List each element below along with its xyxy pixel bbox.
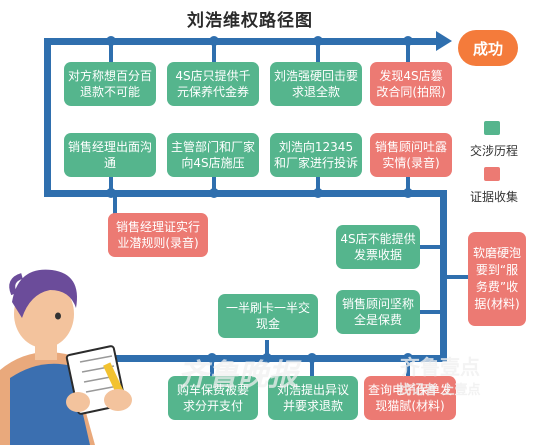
connector <box>109 44 113 64</box>
connector <box>316 44 320 64</box>
connector <box>265 340 269 356</box>
connector <box>212 175 216 191</box>
junction-dot <box>307 353 317 363</box>
legend-label: 交涉历程 <box>470 144 519 158</box>
step-box: 刘浩强硬回击要求退全款 <box>270 62 362 106</box>
watermark-brand: 齐鲁壹点 <box>400 355 480 379</box>
evidence-box: 销售经理证实行业潜规则(录音) <box>108 213 208 257</box>
connector <box>418 310 440 314</box>
person-illustration <box>0 269 132 445</box>
junction-dot <box>313 188 323 198</box>
path-top <box>44 38 439 45</box>
connector <box>109 175 113 191</box>
junction-dot <box>106 36 116 46</box>
watermark-main: 齐鲁晚报 <box>178 358 298 393</box>
step-box: 购车保费被要求分开支付 <box>168 376 258 420</box>
connector <box>418 245 440 249</box>
success-badge: 成功 <box>458 30 518 66</box>
step-box: 销售经理出面沟通 <box>64 133 156 177</box>
junction-dot <box>209 36 219 46</box>
connector <box>406 361 410 377</box>
step-box: 销售顾问坚称全是保费 <box>336 290 420 334</box>
evidence-box: 查询电子保单发现猫腻(材料) <box>364 376 456 420</box>
connector <box>212 44 216 64</box>
junction-dot <box>262 353 272 363</box>
legend-swatch-green <box>484 121 500 135</box>
junction-dot <box>207 353 217 363</box>
connector <box>316 175 320 191</box>
connector <box>113 196 117 214</box>
legend-label: 证据收集 <box>470 190 519 204</box>
step-box: 刘浩提出异议并要求退款 <box>268 376 358 420</box>
step-box: 对方称想百分百退款不可能 <box>64 62 156 106</box>
junction-dot <box>403 353 413 363</box>
junction-dot <box>106 188 116 198</box>
connector <box>210 361 214 377</box>
connector <box>406 44 410 64</box>
evidence-box: 软磨硬泡要到“服务费”收据(材料) <box>468 232 526 326</box>
connector <box>310 361 314 377</box>
arrow-to-success <box>436 31 452 51</box>
junction-dot <box>313 36 323 46</box>
step-box: 4S店只提供千元保养代金券 <box>167 62 259 106</box>
step-box: 一半刷卡一半交现金 <box>218 294 318 338</box>
connector <box>406 175 410 191</box>
step-box: 刘浩向12345和厂家进行投诉 <box>270 133 362 177</box>
junction-dot <box>209 188 219 198</box>
step-box: 主管部门和厂家向4S店施压 <box>167 133 259 177</box>
diagram-title: 刘浩维权路径图 <box>187 11 313 31</box>
path-right <box>440 190 447 360</box>
evidence-box: 发现4S店篡改合同(拍照) <box>370 62 452 106</box>
path-left-upper <box>44 38 51 195</box>
legend-swatch-red <box>484 167 500 181</box>
watermark-sub: 找记者 上壹点 <box>398 383 481 398</box>
junction-dot <box>403 36 413 46</box>
connector <box>446 275 470 279</box>
evidence-box: 销售顾问吐露实情(录音) <box>370 133 452 177</box>
junction-dot <box>403 188 413 198</box>
step-box: 4S店不能提供发票收据 <box>336 225 420 269</box>
path-middle <box>44 190 444 197</box>
path-bottom <box>60 355 447 362</box>
